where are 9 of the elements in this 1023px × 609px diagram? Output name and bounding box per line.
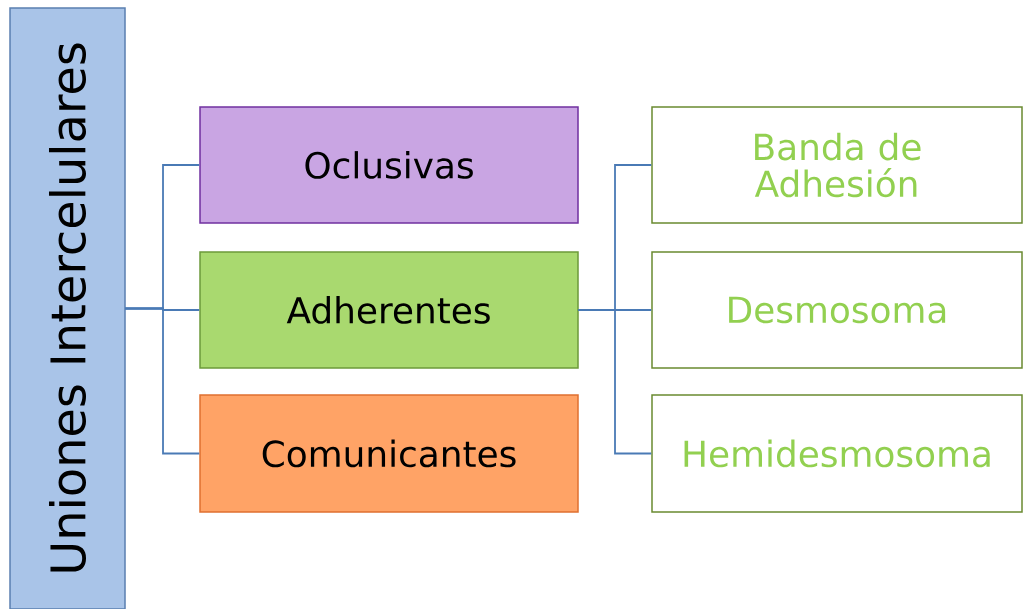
title-bar: Uniones Intercelulares [9,7,126,609]
type-box: Hemidesmosoma [651,394,1023,513]
type-box: Banda de Adhesión [651,106,1023,224]
connector [124,307,201,455]
category-box: Adherentes [199,251,579,369]
category-box: Comunicantes [199,394,579,513]
connector [577,309,653,455]
type-box: Desmosoma [651,251,1023,369]
category-box: Oclusivas [199,106,579,224]
